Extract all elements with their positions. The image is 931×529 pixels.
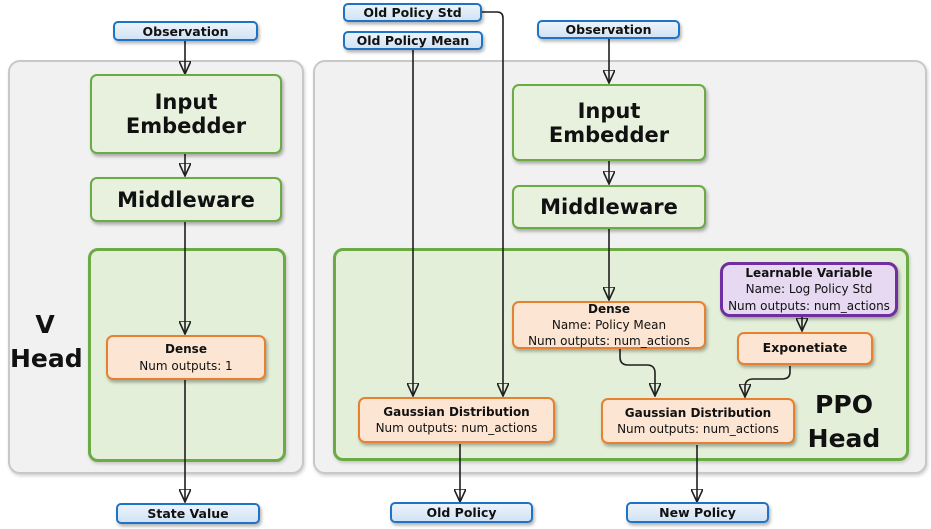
observation-left-node: Observation: [113, 21, 258, 41]
gaussian-old-title: Gaussian Distribution: [383, 404, 530, 419]
ppo-head-label-line2: Head: [807, 423, 881, 453]
gaussian-new-title: Gaussian Distribution: [624, 405, 772, 420]
gaussian-distribution-old-node: Gaussian Distribution Num outputs: num_a…: [358, 397, 555, 443]
dense-v-line: Num outputs: 1: [139, 358, 233, 373]
old-policy-node: Old Policy: [390, 502, 533, 523]
dense-policy-mean-line1: Name: Policy Mean: [551, 317, 667, 332]
exponetiate-node: Exponetiate: [737, 332, 873, 365]
dense-v-node: Dense Num outputs: 1: [106, 335, 266, 380]
middleware-right-node: Middleware: [512, 185, 706, 229]
dense-policy-mean-line2: Num outputs: num_actions: [528, 334, 690, 349]
learnable-variable-line2: Num outputs: num_actions: [728, 298, 890, 313]
dense-policy-mean-title: Dense: [588, 301, 630, 316]
state-value-node: State Value: [116, 503, 260, 524]
gaussian-distribution-new-node: Gaussian Distribution Num outputs: num_a…: [601, 398, 795, 444]
input-embedder-left-node: Input Embedder: [90, 74, 282, 154]
new-policy-node: New Policy: [626, 502, 769, 523]
v-head-label-line2: Head: [10, 343, 83, 373]
dense-policy-mean-node: Dense Name: Policy Mean Num outputs: num…: [512, 301, 706, 349]
v-head-label-line1: V: [35, 310, 55, 339]
old-policy-mean-node: Old Policy Mean: [343, 31, 483, 50]
dense-v-title: Dense: [165, 342, 207, 357]
old-policy-std-node: Old Policy Std: [343, 3, 482, 22]
ppo-head-label: PPO Head: [788, 388, 900, 456]
observation-right-node: Observation: [537, 20, 680, 39]
middleware-left-node: Middleware: [90, 177, 282, 222]
input-embedder-right-node: Input Embedder: [512, 84, 706, 161]
ppo-head-label-line1: PPO: [815, 390, 873, 419]
learnable-variable-node: Learnable Variable Name: Log Policy Std …: [720, 262, 898, 317]
learnable-variable-title: Learnable Variable: [745, 266, 873, 281]
learnable-variable-line1: Name: Log Policy Std: [745, 282, 873, 297]
gaussian-new-line: Num outputs: num_actions: [617, 422, 779, 436]
v-head-label: V Head: [10, 308, 83, 376]
gaussian-old-line: Num outputs: num_actions: [375, 421, 538, 435]
